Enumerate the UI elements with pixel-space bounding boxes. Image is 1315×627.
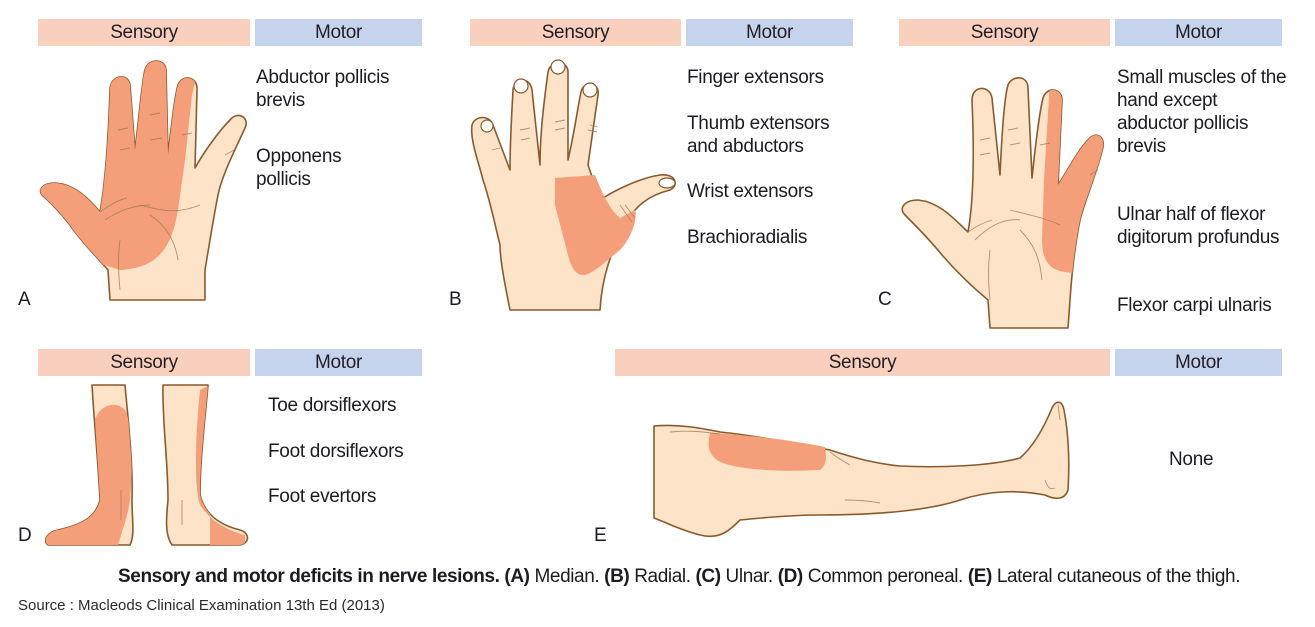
- caption-text-b: Radial.: [629, 566, 691, 587]
- caption-text-e: Lateral cutaneous of the thigh.: [991, 566, 1241, 587]
- lateral-cutaneous-sensory-zone: [708, 433, 826, 471]
- leg-side-illustration: [653, 401, 1070, 538]
- back-of-hand-illustration: [470, 59, 676, 311]
- sensory-header: Sensory: [899, 19, 1110, 46]
- caption-title: Sensory and motor deficits in nerve lesi…: [118, 566, 500, 587]
- motor-item: Thumb extensors and abductors: [687, 113, 830, 157]
- caption-key-b: (B): [604, 566, 630, 587]
- motor-header: Motor: [1115, 19, 1282, 46]
- palm-hand-illustration: [901, 77, 1105, 329]
- caption-key-d: (D): [777, 566, 804, 587]
- panel-letter: C: [878, 289, 892, 310]
- motor-header: Motor: [686, 19, 853, 46]
- panel-letter: A: [18, 289, 31, 310]
- motor-item: Small muscles of the hand except abducto…: [1117, 67, 1287, 157]
- palm-hand-illustration: [39, 60, 247, 301]
- motor-item: Flexor carpi ulnaris: [1117, 295, 1272, 316]
- motor-item: Foot dorsiflexors: [268, 441, 404, 462]
- panel-letter: D: [18, 525, 32, 546]
- caption-text-d: Common peroneal.: [802, 566, 964, 587]
- caption-key-e: (E): [967, 566, 993, 587]
- motor-item: Brachioradialis: [687, 227, 808, 248]
- leg-outline: [653, 401, 1070, 538]
- panel-letter: B: [449, 289, 462, 310]
- figure-caption: Sensory and motor deficits in nerve lesi…: [118, 566, 1240, 588]
- caption-text-a: Median.: [529, 566, 600, 587]
- motor-item: Abductor pollicis brevis: [256, 67, 390, 111]
- motor-item: Wrist extensors: [687, 181, 814, 202]
- right-leg-outline: [162, 384, 249, 546]
- motor-item: Ulnar half of flexor digitorum profundus: [1117, 204, 1280, 248]
- peroneal-sensory-zone-left: [45, 404, 132, 545]
- motor-item: Foot evertors: [268, 486, 377, 507]
- caption-text-c: Ulnar.: [720, 566, 774, 587]
- motor-item: Opponens pollicis: [256, 146, 342, 190]
- sensory-header: Sensory: [615, 349, 1110, 376]
- lower-legs-illustration: [44, 384, 249, 546]
- caption-key-c: (C): [695, 566, 721, 587]
- caption-key-a: (A): [504, 566, 530, 587]
- sensory-header: Sensory: [470, 19, 681, 46]
- motor-header: Motor: [1115, 349, 1282, 376]
- panel-letter: E: [594, 525, 607, 546]
- source-citation: Source : Macleods Clinical Examination 1…: [18, 597, 385, 614]
- sensory-header: Sensory: [38, 19, 250, 46]
- motor-header: Motor: [255, 19, 422, 46]
- motor-item: None: [1169, 449, 1214, 470]
- sensory-header: Sensory: [38, 349, 250, 376]
- motor-header: Motor: [255, 349, 422, 376]
- motor-item: Finger extensors: [687, 67, 824, 88]
- radial-sensory-zone: [555, 175, 636, 276]
- motor-item: Toe dorsiflexors: [268, 395, 397, 416]
